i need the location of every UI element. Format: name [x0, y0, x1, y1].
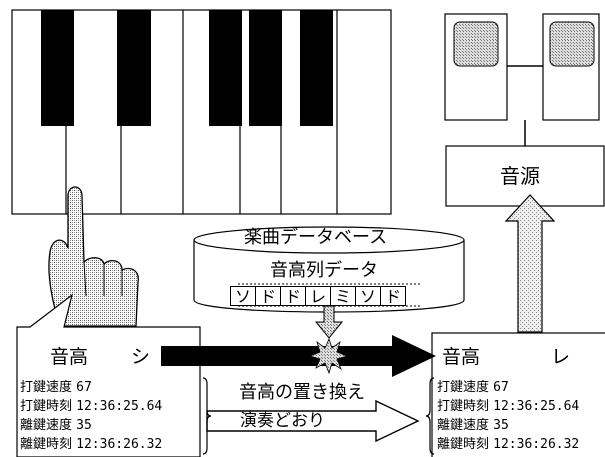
note-cell: ド — [255, 286, 281, 306]
note-row: 打鍵時刻 12:36:25.64 — [20, 397, 162, 416]
burst-icon — [308, 337, 349, 375]
pitch-arrow — [161, 335, 436, 377]
row-label: 打鍵速度 — [437, 380, 490, 395]
right-note-box — [431, 332, 605, 457]
sound-source-label: 音源 — [500, 164, 540, 188]
speakers-illustration — [444, 13, 600, 146]
right-brace — [425, 377, 435, 455]
right-note-rows: 打鍵速度 67 打鍵時刻 12:36:25.64 離鍵速度 35 離鍵時刻 12… — [437, 378, 579, 454]
pointing-hand-icon — [48, 186, 139, 327]
row-label: 離鍵速度 — [437, 418, 490, 433]
row-value: 35 — [76, 418, 92, 433]
left-brace — [202, 377, 212, 455]
as-played-arrow — [206, 399, 420, 443]
row-label: 打鍵速度 — [20, 380, 73, 395]
up-arrow — [504, 194, 556, 333]
row-value: 35 — [493, 418, 509, 433]
right-pitch-label: 音高 — [442, 346, 481, 368]
sound-source-box — [445, 145, 605, 207]
black-keys — [41, 10, 333, 126]
right-pitch-value: レ — [551, 346, 571, 368]
note-cell: ド — [280, 286, 306, 306]
row-label: 離鍵速度 — [20, 418, 73, 433]
piano-keyboard-illustration — [11, 9, 392, 215]
replace-pitch-label: 音高の置き換え — [239, 382, 365, 403]
row-value: 12:36:26.32 — [493, 437, 580, 452]
as-played-label: 演奏どおり — [240, 411, 325, 431]
note-row: 打鍵時刻 12:36:25.64 — [437, 397, 579, 416]
pitch-data-label: 音高列データ — [270, 260, 378, 281]
left-note-rows: 打鍵速度 67 打鍵時刻 12:36:25.64 離鍵速度 35 離鍵時刻 12… — [20, 378, 162, 454]
note-row: 打鍵速度 67 — [437, 378, 579, 397]
row-value: 67 — [76, 380, 92, 395]
row-value: 12:36:25.64 — [76, 399, 163, 414]
down-arrow — [314, 305, 344, 339]
note-row: 離鍵時刻 12:36:26.32 — [437, 435, 579, 454]
row-value: 12:36:25.64 — [493, 399, 580, 414]
left-pitch-value: シ — [131, 346, 151, 368]
database-title: 楽曲データベース — [244, 227, 388, 248]
note-sequence: ソ ド ド レ ミ ソ ド — [230, 286, 406, 306]
row-label: 打鍵時刻 — [20, 399, 73, 414]
note-row: 離鍵時刻 12:36:26.32 — [20, 435, 162, 454]
row-value: 67 — [493, 380, 509, 395]
note-cell: ミ — [330, 286, 356, 306]
left-pitch-label: 音高 — [50, 346, 89, 368]
note-cell: ソ — [230, 286, 256, 306]
note-row: 離鍵速度 35 — [437, 416, 579, 435]
left-note-box — [16, 293, 201, 457]
note-cell: ド — [380, 286, 406, 306]
row-label: 離鍵時刻 — [437, 437, 490, 452]
row-label: 離鍵時刻 — [20, 437, 73, 452]
row-value: 12:36:26.32 — [76, 437, 163, 452]
row-label: 打鍵時刻 — [437, 399, 490, 414]
note-cell: レ — [305, 286, 331, 306]
note-cell: ソ — [355, 286, 381, 306]
note-row: 打鍵速度 67 — [20, 378, 162, 397]
note-row: 離鍵速度 35 — [20, 416, 162, 435]
